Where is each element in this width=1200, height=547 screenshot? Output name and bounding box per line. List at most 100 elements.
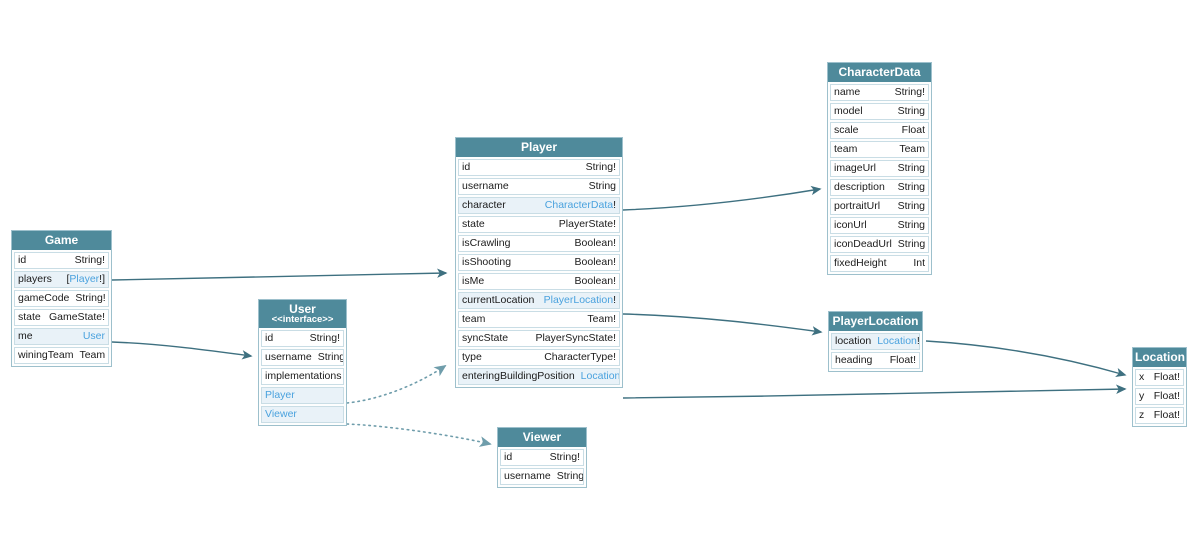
type-link-Viewer[interactable]: Viewer	[265, 408, 297, 420]
field-type: String	[588, 180, 616, 192]
edge-User.Viewer-to-Viewer[interactable]	[346, 423, 492, 447]
type-link-Location[interactable]: Location	[877, 335, 917, 347]
field-name: location	[835, 335, 872, 347]
node-title-User[interactable]: User<<interface>>	[259, 300, 346, 328]
implementation-row-Player[interactable]: Player	[261, 387, 344, 404]
field-name: username	[265, 351, 312, 363]
field-type: Float!	[889, 354, 916, 366]
field-name: y	[1139, 390, 1145, 402]
field-type: String	[897, 181, 925, 193]
node-title-text: Viewer	[522, 430, 562, 444]
field-row-Player-enteringBuildingPosition[interactable]: enteringBuildingPosition Location	[458, 368, 620, 385]
field-type: Location	[580, 369, 620, 384]
field-row-CharacterData-iconDeadUrl[interactable]: iconDeadUrl String	[830, 236, 929, 253]
type-link-Player[interactable]: Player	[69, 273, 100, 285]
field-type: Float	[901, 124, 925, 136]
field-type: Float!	[1153, 409, 1180, 421]
field-type: PlayerLocation!	[543, 294, 616, 306]
field-name: description	[834, 181, 885, 193]
node-title-Player[interactable]: Player	[456, 138, 622, 157]
type-link-User[interactable]: User	[82, 330, 105, 342]
field-type: PlayerState!	[558, 218, 616, 230]
edge-User.Player-to-Player[interactable]	[346, 364, 447, 404]
field-name: isShooting	[462, 256, 512, 268]
node-title-text: Player	[520, 140, 558, 154]
field-name: team	[834, 143, 858, 155]
edge-Player.character-to-CharacterData[interactable]	[622, 185, 822, 211]
section-row-implementations[interactable]: implementations	[261, 368, 344, 385]
field-name: character	[462, 199, 506, 211]
edge-Game.players-to-Player[interactable]	[111, 268, 448, 281]
type-link-CharacterData[interactable]: CharacterData	[544, 199, 614, 211]
field-name: iconDeadUrl	[834, 238, 892, 250]
node-title-Viewer[interactable]: Viewer	[498, 428, 586, 447]
field-type: String!	[585, 161, 616, 173]
node-title-CharacterData[interactable]: CharacterData	[828, 63, 931, 82]
implementation-row-Viewer[interactable]: Viewer	[261, 406, 344, 423]
node-title-Game[interactable]: Game	[12, 231, 111, 250]
field-type: String	[897, 238, 926, 250]
field-type: String!	[894, 86, 925, 98]
edge-Player.enteringBuildingPosition-to-Location[interactable]	[622, 384, 1127, 399]
field-name: syncState	[462, 332, 509, 344]
field-type: String	[897, 219, 925, 231]
field-type: String!	[309, 332, 340, 344]
edge-PlayerLocation.location-to-Location[interactable]	[925, 340, 1127, 378]
field-type: Boolean!	[574, 237, 616, 249]
field-row-CharacterData-description[interactable]: description String	[830, 179, 929, 196]
type-link-Location[interactable]: Location	[580, 370, 620, 382]
type-link-Player[interactable]: Player	[265, 389, 295, 401]
field-row-Game-players[interactable]: players[Player!]	[14, 271, 109, 288]
node-title-PlayerLocation[interactable]: PlayerLocation	[829, 312, 922, 331]
field-type: GameState!	[48, 311, 105, 323]
field-name: team	[462, 313, 486, 325]
edge-Player.currentLocation-to-PlayerLocation[interactable]	[622, 313, 823, 336]
edge-Game.me-to-User[interactable]	[111, 341, 253, 360]
field-type: String!	[75, 292, 106, 304]
field-name: enteringBuildingPosition	[462, 370, 575, 382]
type-link-PlayerLocation[interactable]: PlayerLocation	[543, 294, 614, 306]
node-title-Location[interactable]: Location	[1133, 348, 1186, 367]
